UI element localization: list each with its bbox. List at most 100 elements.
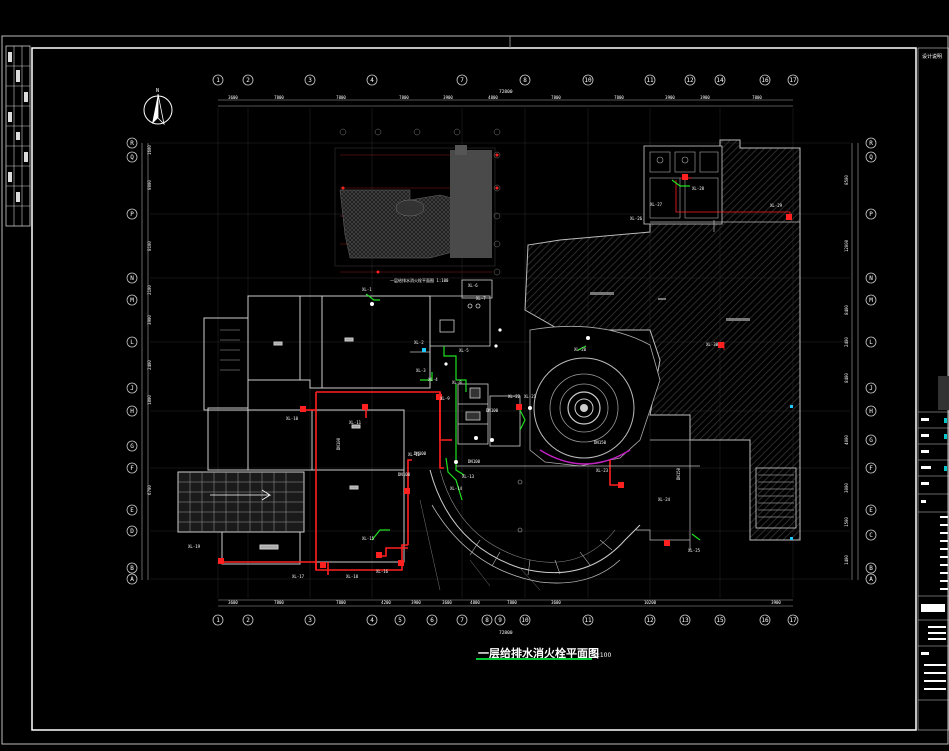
dim-left-text: 2100 [147,285,152,295]
svg-text:17: 17 [789,617,797,624]
grid-bubble-right-E: E [865,504,877,516]
pipe-label: XL-19 [188,544,201,549]
svg-text:9: 9 [498,617,502,624]
svg-text:M: M [869,297,873,304]
grid-bubble-left-Q: Q [126,151,138,163]
water-supply-lines [410,220,800,550]
svg-text:1: 1 [216,77,220,84]
grid-bubble-top-12: 12 [684,74,696,86]
svg-text:N: N [156,88,159,94]
grid-bubble-top-2: 2 [242,74,254,86]
svg-text:J: J [130,385,134,392]
dim-top-text: 3900 [665,95,675,100]
dim-right-text: 2400 [844,337,849,347]
pipe-labels: XL-1XL-2XL-3XL-4XL-5XL-6XL-7XL-8XL-9XL-1… [188,186,783,579]
grid-bubble-top-7: 7 [456,74,468,86]
pipe-size-1: DN100 [414,451,427,456]
dim-right-text: 8400 [844,305,849,315]
grid-bubble-top-14: 14 [714,74,726,86]
svg-text:16: 16 [761,617,769,624]
svg-text:8: 8 [485,617,489,624]
key-plan-caption: 一层给排水消火栓平面图 1:100 [390,277,449,283]
pipe-label: XL-21 [524,394,537,399]
dim-bottom-text: 10200 [644,600,657,605]
pipe-size-6: DN100 [336,437,341,450]
svg-text:A: A [130,576,134,583]
svg-text:H: H [869,408,873,415]
pipe-label: XL-9 [440,396,450,401]
svg-text:1: 1 [216,617,220,624]
dim-top-text: 3900 [443,95,453,100]
svg-text:N: N [130,275,134,282]
pipe-size-7: DN150 [676,467,681,480]
pipe-label: XL-28 [692,186,705,191]
grid-bubble-right-R: R [865,137,877,149]
svg-text:B: B [130,565,134,572]
dim-right-text: 3000 [844,483,849,493]
grid-bubble-top-16: 16 [759,74,771,86]
svg-text:4: 4 [370,77,374,84]
svg-text:P: P [130,211,134,218]
pipe-label: XL-30 [706,342,719,347]
pipe-label: XL-15 [362,536,375,541]
grid-bubble-bottom-17: 17 [787,614,799,626]
grid-bubble-bottom-11: 11 [582,614,594,626]
dim-left-text: 8000 [147,180,152,190]
svg-text:E: E [130,507,134,514]
fountain-icon [529,325,661,467]
dim-right-text: 8500 [844,175,849,185]
pipe-label: XL-10 [286,416,299,421]
svg-text:10: 10 [521,617,529,624]
pipe-size-5: DN100 [486,408,499,413]
grid-bubble-right-H: H [865,405,877,417]
svg-text:12: 12 [646,617,654,624]
svg-text:3: 3 [308,77,312,84]
svg-text:13: 13 [681,617,689,624]
grid-bubble-bottom-13: 13 [679,614,691,626]
pipe-label: XL-29 [770,203,783,208]
dimension-lines [141,99,859,607]
dim-top-text: 3900 [700,95,710,100]
total-dim-top: 72800 [499,89,513,95]
hydrant-pipe-network [222,391,622,575]
dim-top-text: 7800 [614,95,624,100]
svg-text:12: 12 [686,77,694,84]
pipe-size-3: DN100 [468,459,481,464]
service-core [429,279,521,447]
pipe-label: XL-23 [596,468,609,473]
dim-bottom-text: 3600 [551,600,561,605]
svg-text:11: 11 [584,617,592,624]
svg-text:3: 3 [308,617,312,624]
pipe-label: XL-22 [508,394,521,399]
pipe-label: XL-12 [408,452,421,457]
svg-text:16: 16 [761,77,769,84]
entrance-canopy [177,471,305,533]
pipe-label: XL-26 [630,216,643,221]
curved-terrace [419,469,641,591]
grid-bubble-top-8: 8 [519,74,531,86]
pipe-label: XL-8 [452,380,462,385]
svg-text:N: N [869,275,873,282]
dim-top-text: 4800 [488,95,498,100]
grid-bubble-left-R: R [126,137,138,149]
pipe-label: XL-13 [462,474,475,479]
grid-bubble-left-L: L [126,336,138,348]
grid-bubble-left-G: G [126,440,138,452]
dim-top-text: 7800 [399,95,409,100]
svg-text:4: 4 [370,617,374,624]
dim-top-text: 7800 [274,95,284,100]
grid-bubble-bottom-8: 8 [481,614,493,626]
pipe-label: XL-2 [414,340,424,345]
pipe-label: XL-20 [574,347,587,352]
title-block [917,47,949,731]
dim-bottom-text: 3600 [228,600,238,605]
grid-bubble-bottom-15: 15 [714,614,726,626]
cyan-markers [422,348,793,540]
grid-bubble-right-Q: Q [865,151,877,163]
grid-bubble-right-A: A [865,573,877,585]
svg-text:15: 15 [716,617,724,624]
